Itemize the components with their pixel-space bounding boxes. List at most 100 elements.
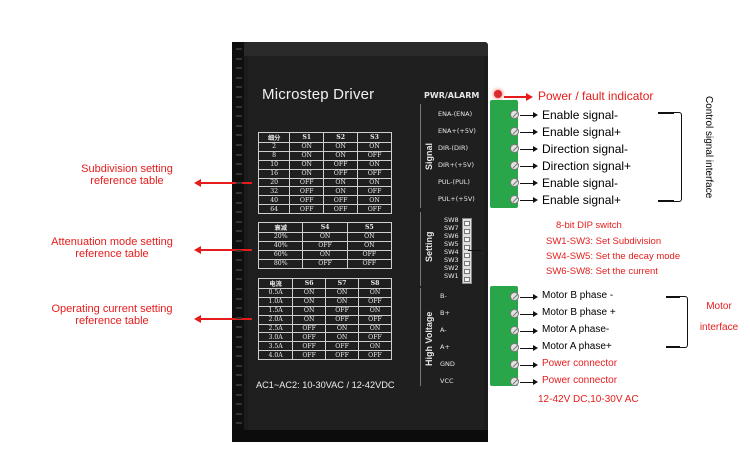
heatsink-fin <box>236 259 242 262</box>
table-cell: OFF <box>325 314 360 325</box>
dip-label: SW7 <box>444 224 459 232</box>
terminal-screw-icon <box>510 161 519 170</box>
table-cell: ON <box>302 232 348 242</box>
arrow-right-icon <box>504 96 526 98</box>
signal-label: Enable signal+ <box>542 125 622 139</box>
table-cell: 3.0A <box>257 332 294 343</box>
table-cell: OFF <box>357 168 392 179</box>
heatsink-fin <box>236 182 242 185</box>
table-cell: ON <box>325 288 360 298</box>
heatsink-fin <box>236 172 242 175</box>
table-cell: OFF <box>302 258 348 269</box>
table-cell: 40% <box>257 240 304 251</box>
signal-pin-label: ENA+(+5V) <box>438 127 476 135</box>
table-cell: ON <box>325 332 360 343</box>
heatsink-fin <box>236 153 242 156</box>
table-cell: 20% <box>257 232 304 242</box>
wire-line <box>520 297 534 298</box>
wire-line <box>468 250 482 251</box>
arrow-head-icon <box>533 294 538 300</box>
signal-divider <box>420 104 421 208</box>
table-cell: ON <box>292 296 327 307</box>
table-cell: OFF <box>289 204 325 215</box>
table-cell: OFF <box>346 249 393 260</box>
heatsink-side <box>232 42 244 442</box>
table-cell: ON <box>325 296 360 307</box>
dip-label: SW1 <box>444 272 459 280</box>
table-cell: ON <box>292 288 327 298</box>
heatsink-fin <box>236 48 242 50</box>
power-indicator-label: Power / fault indicator <box>538 89 654 103</box>
terminal-screw-icon <box>510 127 519 136</box>
arrow-head-icon <box>533 129 538 135</box>
power-connector-label: Power connector <box>542 375 618 386</box>
bracket-line <box>666 296 680 298</box>
heatsink-fin <box>236 115 242 118</box>
table-cell: OFF <box>325 341 360 352</box>
table-cell: OFF <box>357 150 392 161</box>
driver-title: Microstep Driver <box>262 86 375 103</box>
setting-section-label: Setting <box>424 231 434 263</box>
callout-line: Operating current setting <box>51 303 173 315</box>
motor-label: Motor A phase- <box>542 324 610 335</box>
terminal-screw-icon <box>510 343 519 352</box>
arrow-head-icon <box>533 311 538 317</box>
heatsink-fin <box>236 297 242 300</box>
table-cell: ON <box>357 159 392 170</box>
signal-pin-label: PUL-(PUL) <box>438 178 470 186</box>
dip-desc: SW6-SW8: Set the current <box>546 266 658 277</box>
table-cell: ON <box>289 159 325 170</box>
control-interface-label: Control signal interface <box>703 96 714 199</box>
terminal-screw-icon <box>510 110 519 119</box>
table-cell: ON <box>325 323 360 334</box>
arrow-head-icon <box>194 179 201 187</box>
wire-line <box>520 365 534 366</box>
dip-label: SW2 <box>444 264 459 272</box>
terminal-screw-icon <box>510 144 519 153</box>
table-cell: OFF <box>358 350 392 361</box>
dip-label: SW5 <box>444 240 459 248</box>
terminal-screw-icon <box>510 195 519 204</box>
table-cell: 10 <box>257 159 291 170</box>
heatsink-fin <box>236 384 242 386</box>
arrow-left-icon <box>200 249 252 251</box>
dip-desc: SW1-SW3: Set Subdivision <box>546 236 662 247</box>
dip-title: 8-bit DIP switch <box>556 220 622 231</box>
heatsink-fin <box>236 67 242 70</box>
heatsink-fin <box>236 192 242 194</box>
table-cell: OFF <box>357 204 392 215</box>
power-connector-label: Power connector <box>542 358 618 369</box>
heatsink-fin <box>236 201 242 204</box>
table-cell: 1.0A <box>257 296 294 307</box>
table-cell: OFF <box>358 332 392 343</box>
table-cell: OFF <box>323 204 359 215</box>
table-cell: OFF <box>357 186 392 197</box>
table-cell: ON <box>358 305 392 316</box>
table-cell: OFF <box>292 332 327 343</box>
power-pin-label: B- <box>440 292 447 300</box>
table-cell: ON <box>289 150 325 161</box>
table-cell: ON <box>323 177 359 188</box>
arrow-head-icon <box>533 163 538 169</box>
callout-line: Subdivision setting <box>81 163 173 175</box>
table-header: S5 <box>346 222 393 233</box>
wire-line <box>520 149 534 150</box>
table-cell: ON <box>292 305 327 316</box>
signal-label: Enable signal- <box>542 176 619 190</box>
table-cell: 2 <box>257 142 291 152</box>
power-pin-label: VCC <box>440 377 454 385</box>
housing-top-edge <box>244 42 488 56</box>
table-cell: ON <box>292 314 327 325</box>
